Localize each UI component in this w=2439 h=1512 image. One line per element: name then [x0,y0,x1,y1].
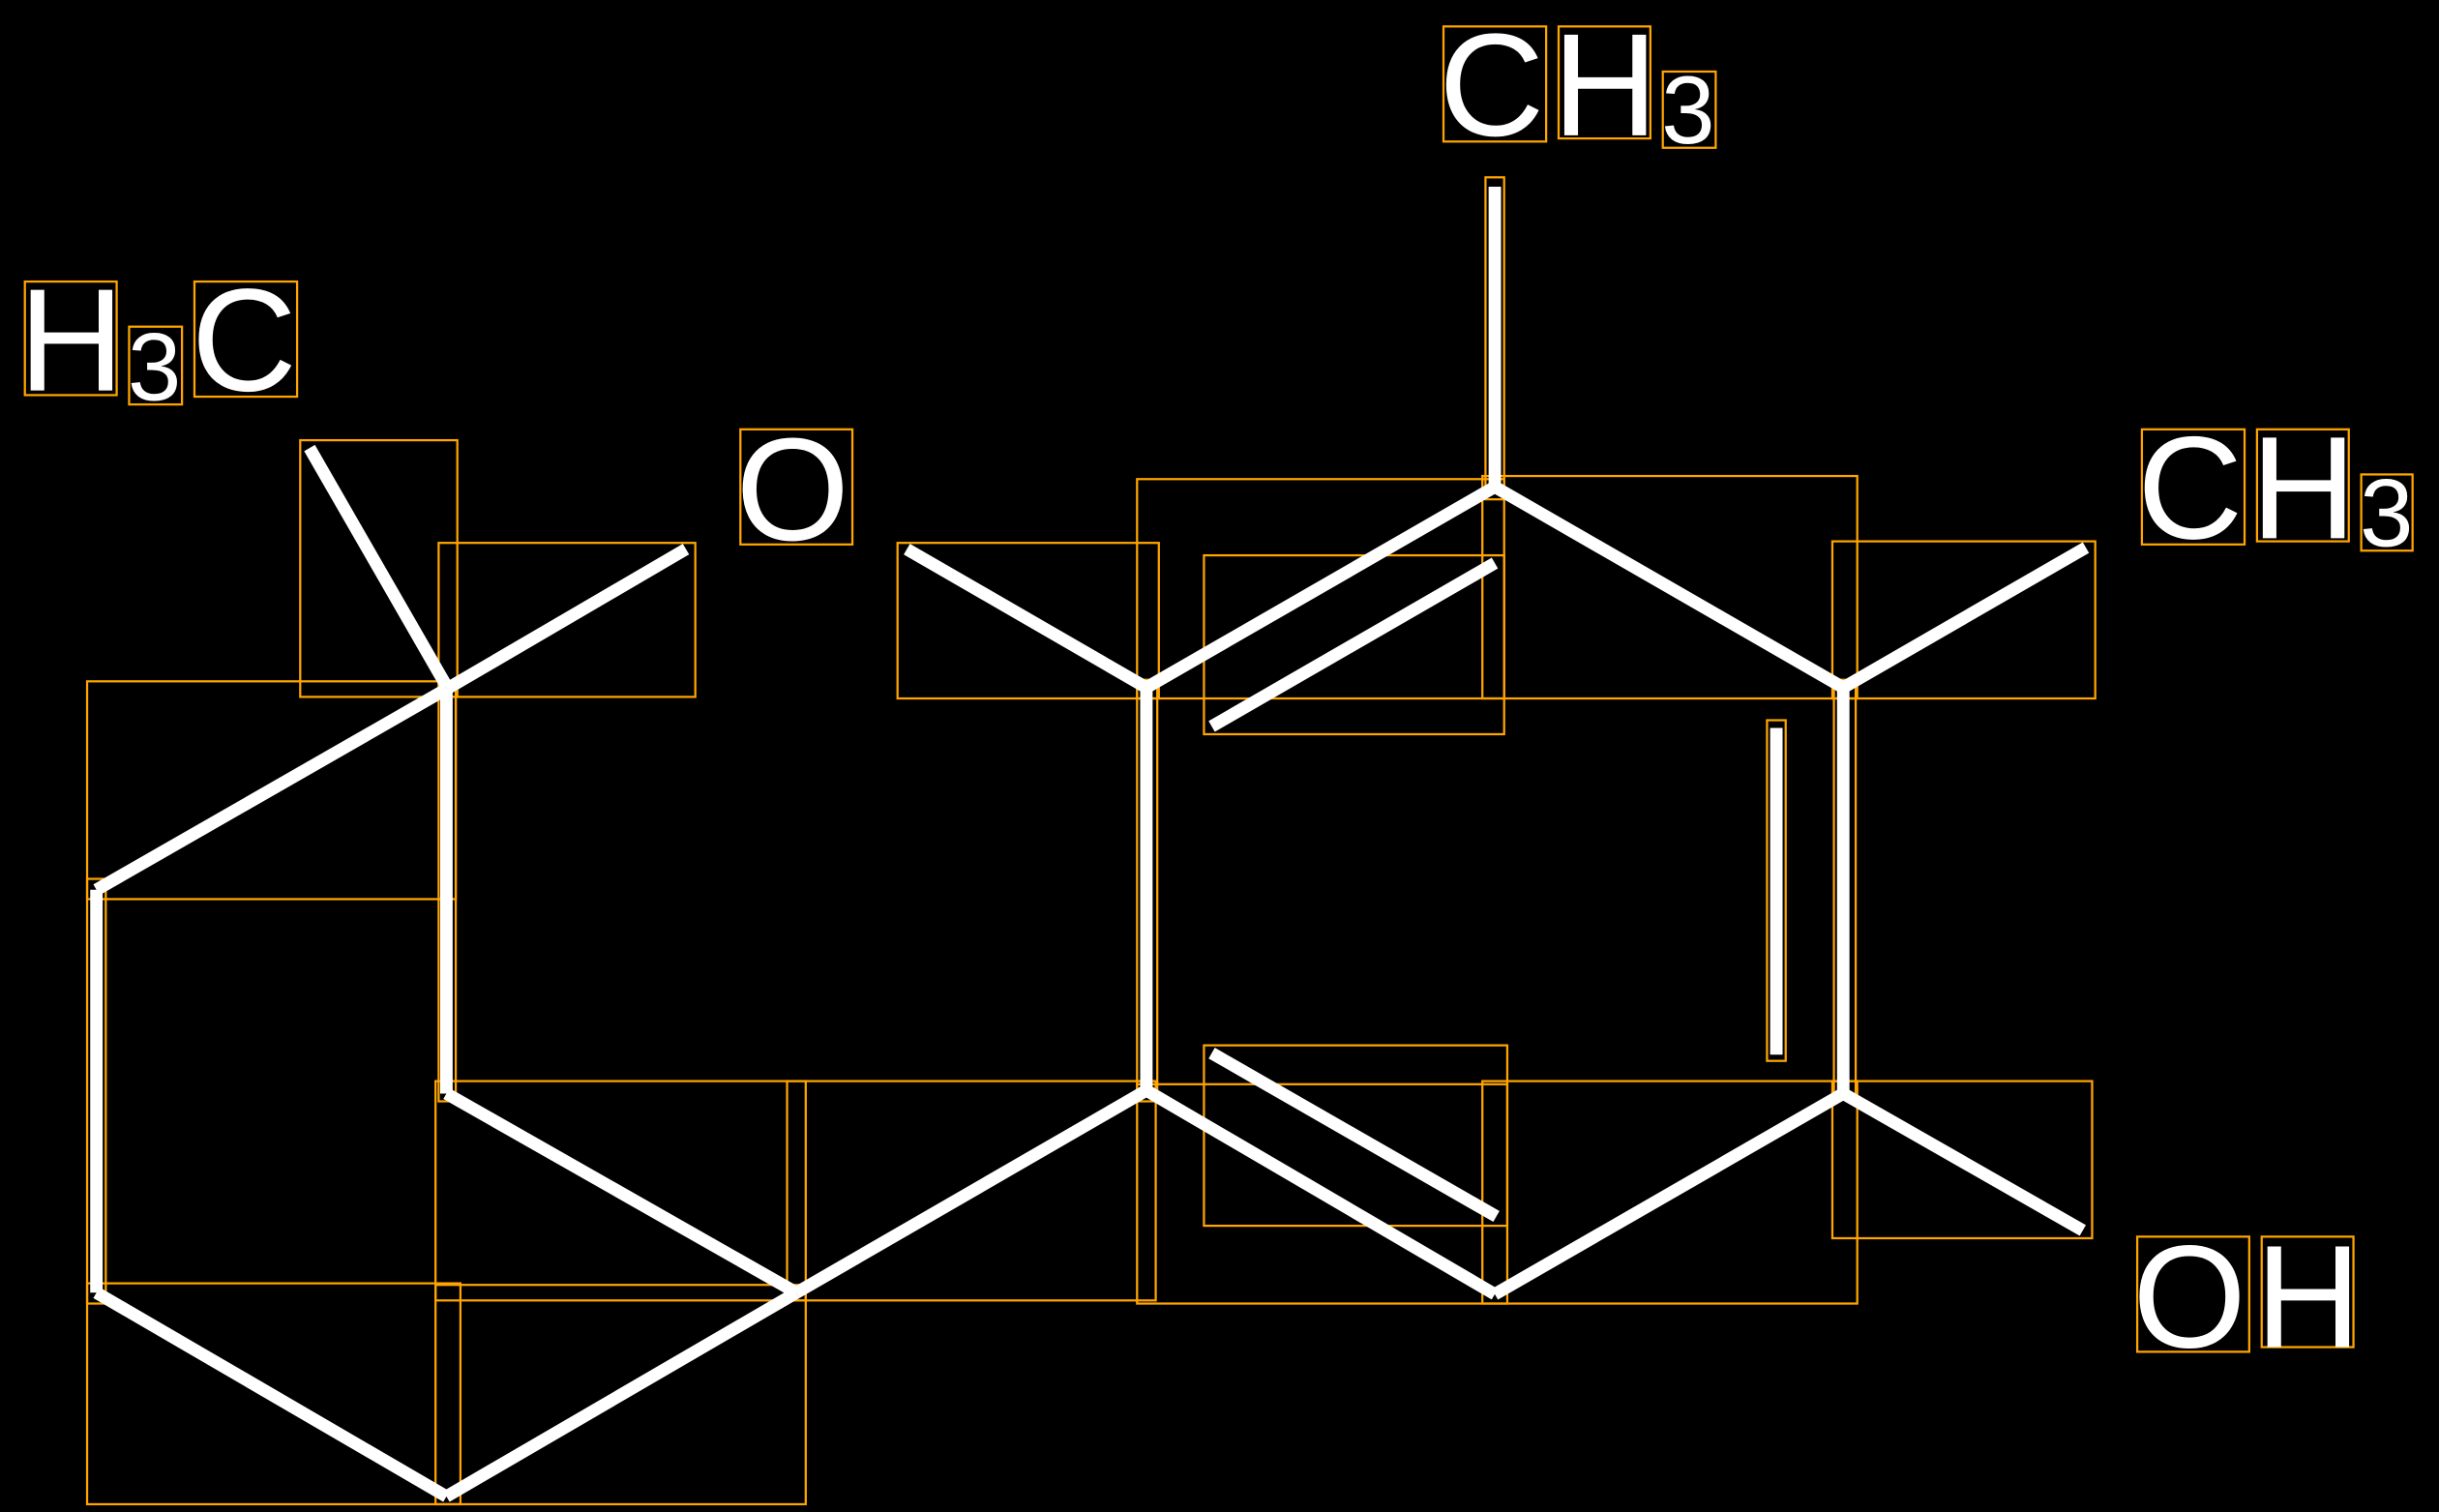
bond [93,683,450,896]
bond [443,1087,800,1298]
bounding-boxes [23,25,2414,1506]
label-h3c-c: C [192,259,297,423]
bond [904,544,1150,694]
bond [1491,481,1847,694]
bonds [90,186,2090,1502]
bond [93,1287,450,1502]
double-bond-inner [1208,1048,1500,1223]
label-ch3-top-c: C [1439,4,1544,167]
double-bond-inner [1208,557,1499,732]
bond [1840,542,2090,694]
bond [1143,481,1499,694]
bond [443,1287,800,1502]
label-ch3-right-h: H [2250,406,2356,570]
label-ch3-right-c: C [2137,406,2243,570]
bond [1491,1087,1847,1300]
label-h3c-h: H [18,259,124,423]
label-ch3-top-h: H [1553,4,1658,167]
bond [792,1084,1150,1298]
atom-labels: H 3 C O C H 3 C H 3 O H [18,4,2413,1379]
label-oh-h: H [2255,1216,2361,1379]
label-h3c-sub: 3 [128,313,181,421]
label-ch3-top-sub: 3 [1661,57,1714,164]
bond [1143,1084,1499,1300]
label-oxygen: O [735,408,849,572]
bond [304,444,453,690]
label-oh-o: O [2132,1216,2246,1379]
label-ch3-right-sub: 3 [2360,460,2413,567]
bond [443,544,690,695]
bond [1840,1087,2087,1236]
